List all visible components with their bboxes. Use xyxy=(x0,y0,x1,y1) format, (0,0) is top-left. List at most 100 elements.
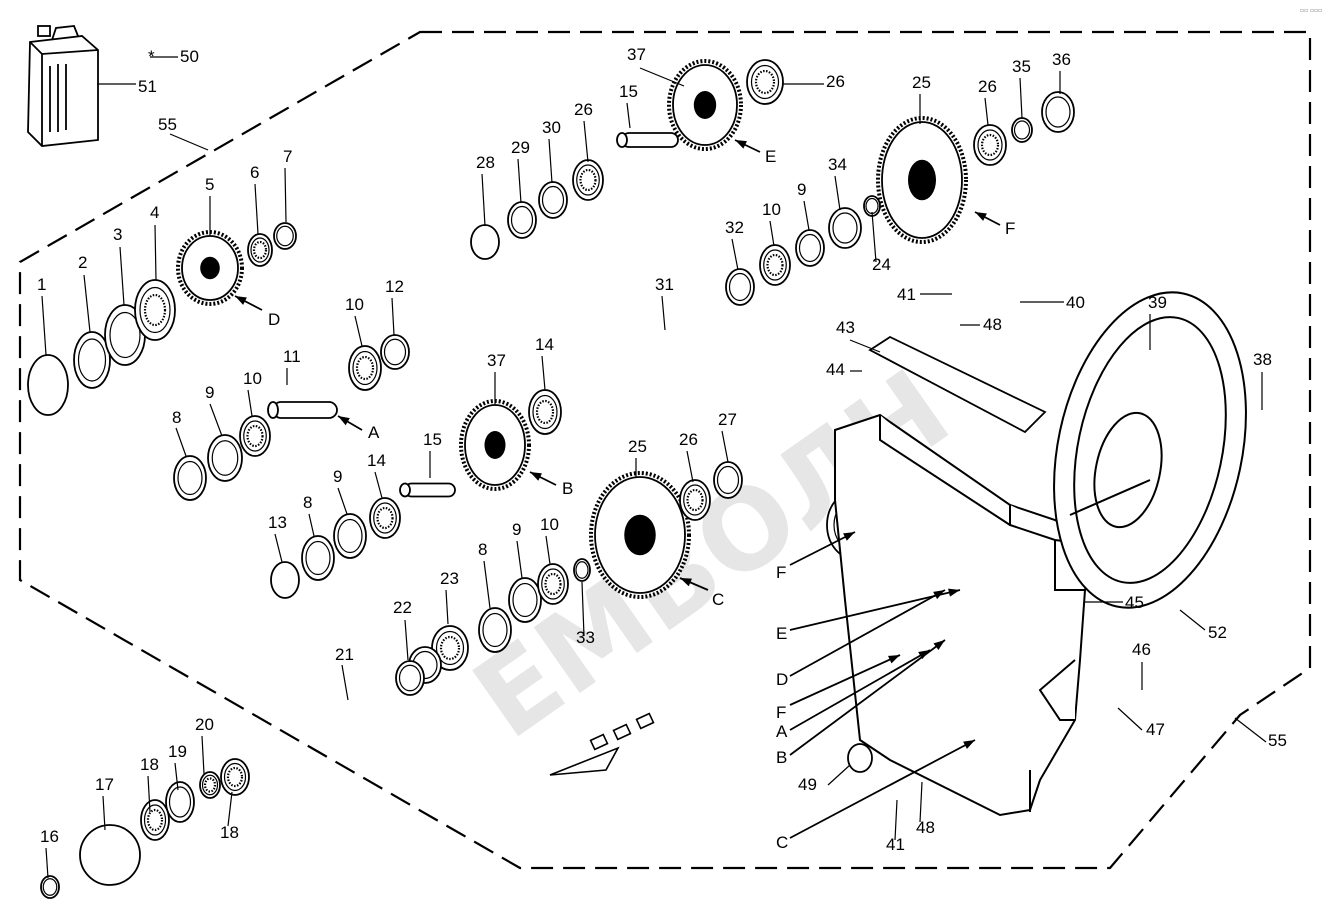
bearing-part-33 xyxy=(572,159,604,201)
part-number-label: 18 xyxy=(220,823,239,842)
leader-line-16 xyxy=(274,533,283,563)
arrow-head xyxy=(680,578,692,587)
arrow-head xyxy=(888,655,900,664)
ring-part-37 xyxy=(725,268,755,306)
leader-line-31 xyxy=(686,450,694,483)
part-number-label: 45 xyxy=(1125,593,1144,612)
corner-mark: ▫▫ ▫▫▫ xyxy=(1300,7,1322,14)
bearing-part-38 xyxy=(759,244,791,286)
part-number-label: 50 xyxy=(180,47,199,66)
flange-plate-part xyxy=(1053,291,1247,609)
part-number-label: 35 xyxy=(1012,57,1031,76)
reference-letter-label: F xyxy=(776,563,786,582)
ring-part-51 xyxy=(40,875,60,899)
bearing-part-11 xyxy=(348,345,382,391)
gear-part-42 xyxy=(876,116,968,244)
ring-part-45 xyxy=(1041,91,1075,133)
gear-part-18 xyxy=(459,399,531,491)
reference-letter-label: F xyxy=(1005,219,1015,238)
leader-line-36 xyxy=(583,120,589,163)
part-number-label: 39 xyxy=(1148,293,1167,312)
oil-can-part xyxy=(27,25,99,147)
part-number-label: 26 xyxy=(679,430,698,449)
leader-line-58 xyxy=(1179,609,1206,631)
part-number-label: 47 xyxy=(1146,720,1165,739)
part-number-label: 21 xyxy=(335,645,354,664)
leader-line-38 xyxy=(639,67,685,87)
bearing-part-46 xyxy=(199,771,221,799)
bearing-part-25 xyxy=(537,563,569,605)
part-number-label: 9 xyxy=(205,383,214,402)
ring-part-6 xyxy=(273,222,297,250)
part-number-label: 5 xyxy=(205,175,214,194)
reference-letter-label: E xyxy=(776,624,787,643)
leader-line-15 xyxy=(391,297,395,336)
ring-part-26 xyxy=(573,558,591,582)
part-number-label: 8 xyxy=(303,493,312,512)
part-number-label: 51 xyxy=(138,77,157,96)
part-number-label: 36 xyxy=(1052,50,1071,69)
part-number-label: 38 xyxy=(1253,350,1272,369)
leader-line-67 xyxy=(174,762,179,791)
shaft-part-34 xyxy=(616,132,679,148)
part-number-label: 55 xyxy=(158,115,177,134)
part-number-label: 8 xyxy=(478,540,487,559)
part-number-label: 14 xyxy=(367,451,386,470)
part-number-label: 1 xyxy=(37,275,46,294)
leader-line-22 xyxy=(541,355,546,391)
leader-line-34 xyxy=(517,158,522,204)
part-number-label: 4 xyxy=(150,203,159,222)
leader-line-17 xyxy=(308,513,315,537)
cap-part-50 xyxy=(79,824,141,886)
leader-line-64 xyxy=(1234,717,1267,743)
leader-line-35 xyxy=(548,138,553,184)
part-number-label: 3 xyxy=(113,225,122,244)
direction-arrow xyxy=(549,712,655,776)
bearing-part-19 xyxy=(528,389,562,435)
leader-line-24 xyxy=(404,619,409,661)
part-number-label: 41 xyxy=(897,285,916,304)
leader-line-19 xyxy=(374,471,383,499)
leader-line-43 xyxy=(803,200,810,231)
leader-line-40 xyxy=(661,295,666,331)
ring-part-39 xyxy=(795,229,825,267)
reference-letter-label: C xyxy=(712,590,724,609)
reference-letter-label: B xyxy=(562,479,573,498)
part-number-label: 12 xyxy=(385,277,404,296)
part-number-label: 9 xyxy=(797,180,806,199)
part-number-label: 10 xyxy=(762,200,781,219)
part-number-label: 37 xyxy=(487,351,506,370)
part-number-label: 31 xyxy=(655,275,674,294)
leader-line-44 xyxy=(834,175,841,211)
leader-line-26 xyxy=(483,560,491,609)
bearing-part-36 xyxy=(746,59,784,105)
reference-letter-label: C xyxy=(776,833,788,852)
leader-line-68 xyxy=(201,735,205,775)
gear-part-35 xyxy=(667,59,743,151)
leader-line-32 xyxy=(721,430,729,463)
bearing-part-16 xyxy=(369,497,401,539)
part-number-label: 22 xyxy=(393,598,412,617)
part-number-label: 27 xyxy=(718,410,737,429)
part-number-label: 26 xyxy=(574,100,593,119)
part-number-label: 25 xyxy=(912,73,931,92)
ring-part-22 xyxy=(395,660,425,696)
part-number-label: 55 xyxy=(1268,731,1287,750)
leader-line-18 xyxy=(337,487,348,515)
kit-outline-dashed xyxy=(18,30,1312,870)
reference-arrow-6 xyxy=(789,531,856,566)
leader-line-2 xyxy=(169,133,209,151)
reference-arrow-11 xyxy=(789,639,946,756)
leader-line-47 xyxy=(984,97,989,126)
ring-part-32 xyxy=(538,181,568,219)
part-number-label: 44 xyxy=(826,360,845,379)
part-number-label: 6 xyxy=(250,163,259,182)
part-number-label: 33 xyxy=(576,628,595,647)
arrow-head xyxy=(843,532,855,541)
leader-line-28 xyxy=(545,535,551,565)
bearing-part-28 xyxy=(679,479,711,521)
ring-part-12 xyxy=(380,334,410,370)
part-number-label: 11 xyxy=(283,347,301,366)
